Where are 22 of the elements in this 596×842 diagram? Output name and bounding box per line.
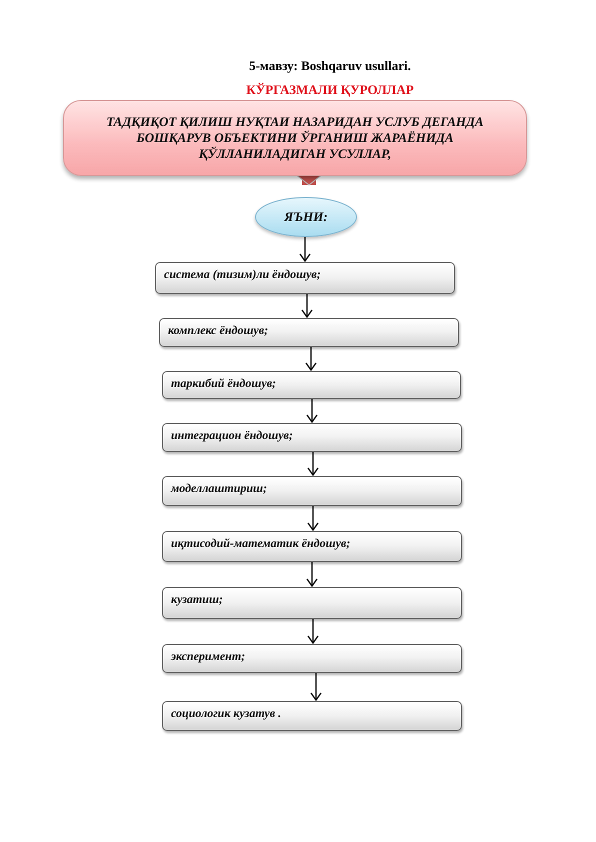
- arrow: [306, 562, 318, 587]
- arrow: [306, 399, 318, 423]
- arrow: [310, 673, 322, 701]
- section-heading: КЎРГАЗМАЛИ ҚУРОЛЛАР: [245, 82, 415, 98]
- arrow: [307, 452, 319, 476]
- process-box: иқтисодий-математик ёндошув;: [162, 531, 462, 562]
- process-box: система (тизим)ли ёндошув;: [155, 262, 455, 294]
- process-box: социологик кузатув .: [162, 701, 462, 731]
- process-box: комплекс ёндошув;: [159, 318, 459, 347]
- process-box: моделлаштириш;: [162, 476, 462, 506]
- process-box: интеграцион ёндошув;: [162, 423, 462, 452]
- page-title: 5-мавзу: Boshqaruv usullari.: [248, 58, 412, 74]
- arrow: [301, 294, 313, 318]
- process-box: эксперимент;: [162, 644, 462, 673]
- oval-node: ЯЪНИ:: [255, 197, 357, 237]
- arrow: [307, 619, 319, 644]
- arrow: [305, 347, 317, 371]
- arrow: [307, 506, 319, 531]
- heading-box: ТАДҚИҚОТ ҚИЛИШ НУҚТАИ НАЗАРИДАН УСЛУБ ДЕГАНДА БОШҚАРУВ ОБЪЕКТИНИ ЎРГАНИШ ЖАРАЁНИДА ҚЎЛЛАНИЛАДИГАН УСУЛЛАР,: [63, 100, 527, 176]
- process-box: кузатиш;: [162, 587, 462, 619]
- process-box: таркибий ёндошув;: [162, 371, 461, 399]
- arrow: [299, 237, 311, 262]
